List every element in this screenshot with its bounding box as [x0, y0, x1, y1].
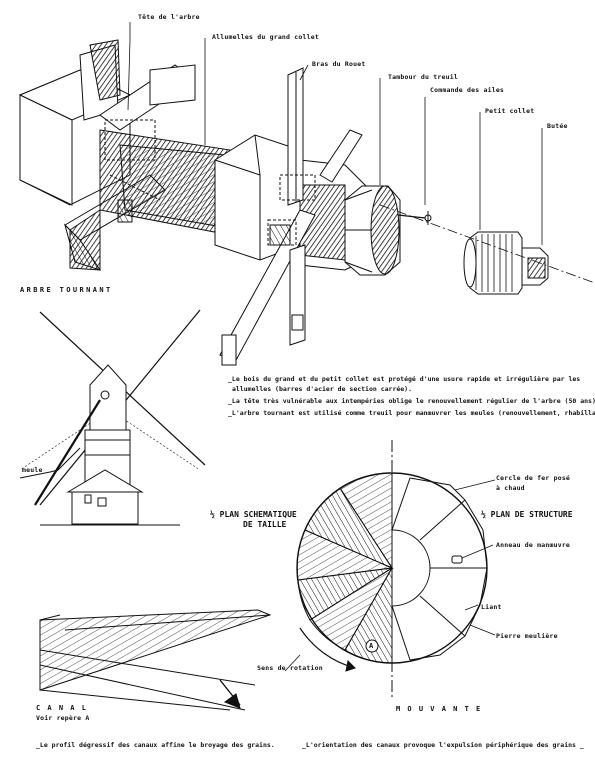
label-voir-repere: Voir repère A	[36, 714, 90, 722]
millstone-plan	[296, 440, 488, 700]
label-sens-rotation: Sens de rotation	[257, 664, 323, 672]
label-half-taille-2: DE TAILLE	[243, 520, 287, 529]
label-bras-rouet: Bras du Rouet	[312, 60, 366, 68]
label-tete-arbre: Tête de l'arbre	[138, 13, 200, 21]
mill-elevation-drawing	[19, 309, 206, 526]
label-half-structure: ½ PLAN DE STRUCTURE	[481, 510, 573, 519]
marker-a: A	[369, 642, 374, 650]
label-anneau: Anneau de manœuvre	[496, 541, 571, 549]
label-tambour: Tambour du treuil	[388, 73, 458, 81]
canal-drawing	[39, 609, 272, 711]
note-line-4: _L'arbre tournant est utilisé comme treu…	[228, 409, 595, 417]
label-petit-collet: Petit collet	[485, 107, 535, 115]
arbre-tournant-drawing	[18, 39, 595, 366]
note-line-2: allumelles (barres d'acier de section ca…	[232, 385, 413, 393]
caption-right: _L'orientation des canaux provoque l'exp…	[302, 741, 584, 749]
label-half-taille-1: ½ PLAN SCHEMATIQUE	[210, 510, 297, 519]
label-mouvante: M O U V A N T E	[396, 705, 482, 713]
millstone-leaders	[284, 479, 496, 672]
label-a-chaud: à chaud	[496, 484, 525, 492]
label-canal: C A N A L	[36, 704, 88, 712]
note-line-3: _La tête très vulnérable aux intempéries…	[228, 397, 595, 405]
label-cercle: Cercle de fer posé	[496, 474, 571, 482]
label-commande: Commande des ailes	[430, 86, 505, 94]
label-arbre-tournant: ARBRE TOURNANT	[20, 286, 113, 294]
leader-lines-top	[127, 22, 543, 245]
label-pierre: Pierre meulière	[496, 632, 558, 640]
label-butee: Butée	[547, 122, 568, 130]
caption-left: _Le profil dégressif des canaux affine l…	[36, 741, 275, 749]
note-line-1: _Le bois du grand et du petit collet est…	[228, 375, 581, 383]
label-liant: Liant	[481, 603, 502, 611]
label-allumelles: Allumelles du grand collet	[212, 33, 319, 41]
label-meule: meule	[22, 466, 43, 474]
